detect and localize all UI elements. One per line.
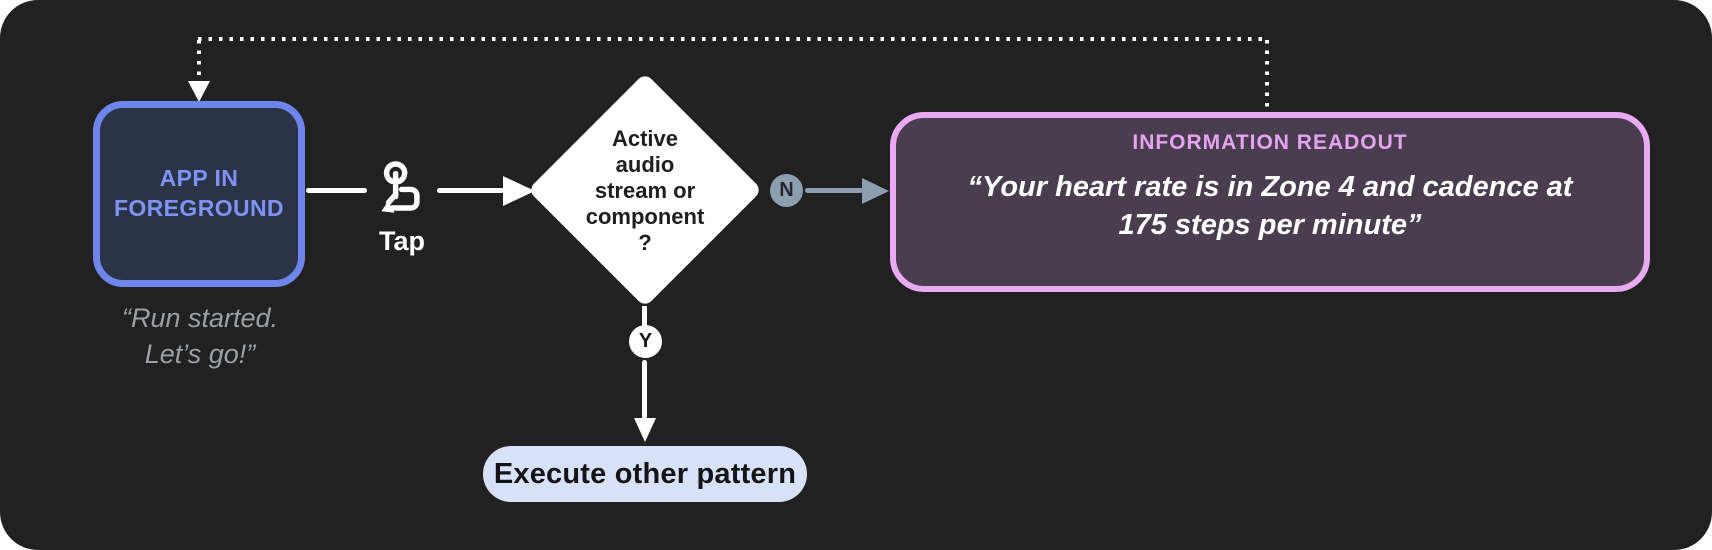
decision-label: Active audio stream or component ?: [585, 126, 705, 255]
app-in-foreground-node: APP IN FOREGROUND: [93, 101, 305, 287]
yes-branch-badge: Y: [629, 325, 662, 358]
yes-branch-arrow-shaft: [642, 360, 647, 419]
execute-other-pattern-node: Execute other pattern: [483, 446, 807, 502]
tap-arrowhead-icon: [503, 176, 535, 206]
feedback-dotted-line-right-vertical: [1265, 40, 1269, 110]
no-branch-arrow-shaft: [805, 188, 863, 193]
tap-gesture-icon: [381, 161, 420, 213]
tap-arrow-segment-right: [437, 188, 504, 193]
app-node-label: APP IN FOREGROUND: [113, 165, 285, 221]
readout-body-quote: “Your heart rate is in Zone 4 and cadenc…: [967, 171, 1573, 241]
no-branch-arrowhead-icon: [862, 178, 889, 204]
execute-pill-label: Execute other pattern: [493, 457, 797, 490]
tap-arrow-segment-left: [306, 188, 367, 193]
feedback-dotted-line-horizontal: [198, 37, 1269, 41]
no-branch-badge: N: [770, 174, 803, 207]
feedback-arrowhead-icon: [188, 81, 210, 102]
feedback-dotted-line-left-vertical: [197, 40, 201, 82]
yes-branch-stub: [642, 306, 647, 326]
yes-branch-arrowhead-icon: [634, 418, 656, 442]
app-node-caption: “Run started. Let’s go!”: [121, 303, 279, 369]
tap-label: Tap: [379, 226, 425, 256]
information-readout-node: INFORMATION READOUT “Your heart rate is …: [890, 112, 1650, 292]
readout-title: INFORMATION READOUT: [1132, 131, 1408, 154]
